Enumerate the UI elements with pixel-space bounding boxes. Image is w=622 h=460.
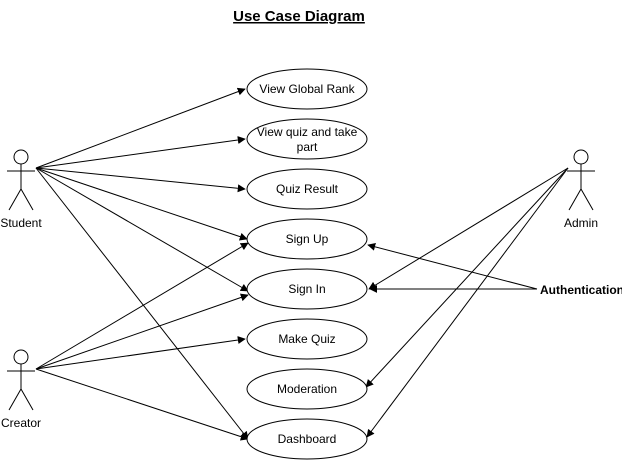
- use-case-sign-in: Sign In: [246, 268, 368, 310]
- admin-to-sign-in: [368, 167, 569, 290]
- actor-creator: Creator: [1, 349, 41, 430]
- use-case-label-line1: View quiz and take: [257, 125, 358, 139]
- associations: [35, 87, 569, 441]
- student-to-sign-in: [35, 167, 249, 292]
- student-to-view-global-rank: [35, 87, 246, 169]
- use-case-sign-up: Sign Up: [246, 218, 368, 260]
- admin-to-dashboard: [366, 167, 569, 438]
- actor-label: Creator: [1, 416, 41, 430]
- actor-student: Student: [0, 149, 42, 230]
- use-case-label-line2: part: [297, 140, 318, 154]
- use-case-dashboard: Dashboard: [246, 418, 368, 460]
- diagram-title: Use Case Diagram: [233, 8, 365, 25]
- actor-label: Admin: [564, 216, 598, 230]
- creator-to-sign-in: [35, 293, 249, 370]
- use-case-label: Dashboard: [278, 432, 337, 446]
- student-to-sign-up: [35, 167, 248, 241]
- use-case-label: Moderation: [277, 382, 337, 396]
- use-case-view-quiz-and-take-part: View quiz and take part: [246, 118, 368, 160]
- use-case-label: Sign In: [288, 282, 325, 296]
- use-case-make-quiz: Make Quiz: [246, 318, 368, 360]
- use-case-label: Make Quiz: [278, 332, 335, 346]
- creator-to-sign-up: [35, 242, 249, 370]
- student-to-quiz-result: [35, 167, 246, 193]
- admin-to-moderation: [365, 167, 569, 388]
- use-case-label: View Global Rank: [259, 82, 355, 96]
- authentication-label: Authentication: [540, 283, 622, 297]
- stick-figure-icon: [7, 149, 35, 211]
- use-case-label: Quiz Result: [276, 182, 339, 196]
- use-case-quiz-result: Quiz Result: [246, 168, 368, 210]
- student-to-dashboard: [35, 167, 249, 440]
- actor-label: Student: [0, 216, 42, 230]
- student-to-view-quiz: [35, 136, 246, 169]
- use-case-view-global-rank: View Global Rank: [246, 68, 368, 110]
- stick-figure-icon: [567, 149, 595, 211]
- use-case-label: Sign Up: [286, 232, 329, 246]
- stick-figure-icon: [7, 349, 35, 411]
- use-case-moderation: Moderation: [246, 368, 368, 410]
- creator-to-make-quiz: [35, 336, 246, 370]
- creator-to-dashboard: [35, 368, 249, 441]
- authentication-to-sign-up: [367, 242, 538, 290]
- actor-admin: Admin: [564, 149, 598, 230]
